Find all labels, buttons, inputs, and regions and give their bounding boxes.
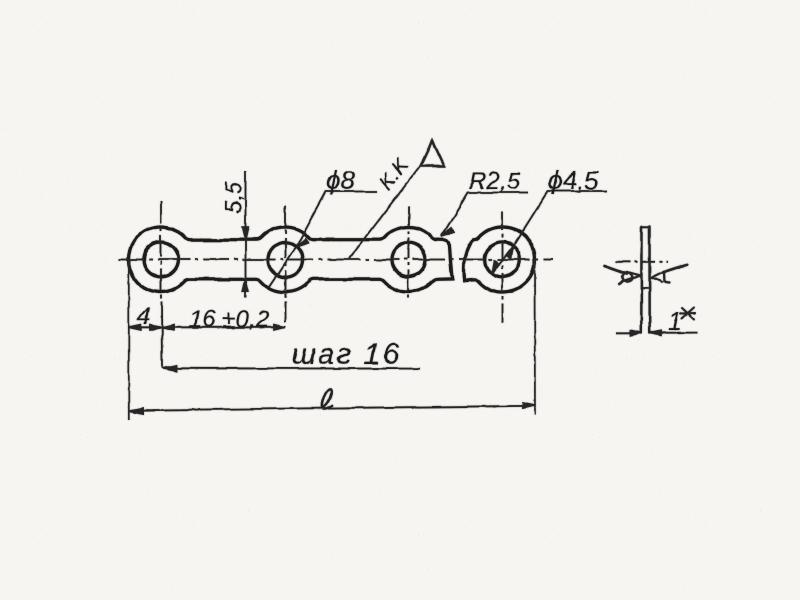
svg-text:4: 4 xyxy=(137,303,150,330)
svg-text:R2,5: R2,5 xyxy=(469,168,520,195)
svg-text:5,5: 5,5 xyxy=(220,181,246,213)
svg-text:1: 1 xyxy=(668,308,682,336)
svg-text:16 ±0,2: 16 ±0,2 xyxy=(189,306,269,333)
svg-text:шаг 16: шаг 16 xyxy=(291,338,401,371)
svg-text:ϕ4,5: ϕ4,5 xyxy=(548,165,599,195)
svg-text:ϕ8: ϕ8 xyxy=(326,165,355,195)
